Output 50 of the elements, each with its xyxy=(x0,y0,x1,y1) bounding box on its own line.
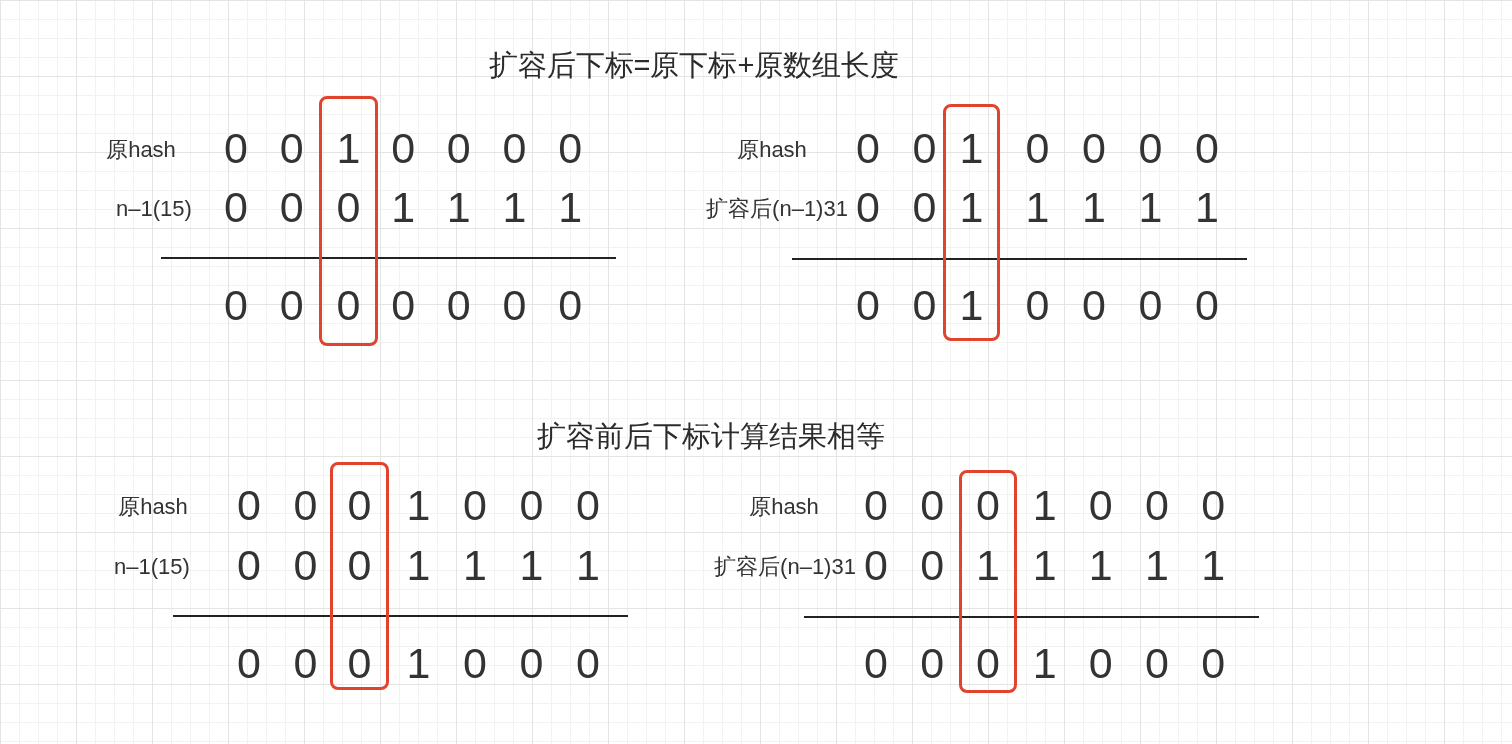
highlight-box xyxy=(319,96,378,346)
row-label: 原hash xyxy=(106,137,176,163)
highlight-box xyxy=(330,462,389,690)
bit-sequence: 0 0 xyxy=(237,641,318,685)
bit-sequence: 0 0 xyxy=(224,185,304,229)
bit-digit: 1 xyxy=(959,126,984,170)
bit-sequence: 1 1 1 1 xyxy=(406,543,600,587)
bit-sequence: 0 0 xyxy=(224,126,304,170)
bit-sequence: 0 0 xyxy=(864,641,945,685)
title: 扩容后下标=原下标+原数组长度 xyxy=(488,50,900,82)
row-label: n–1(15) xyxy=(116,196,192,222)
bit-sequence: 1 0 0 0 xyxy=(1032,483,1226,527)
highlight-box xyxy=(959,470,1017,693)
row-label: n–1(15) xyxy=(114,554,190,580)
bit-sequence: 1 0 0 0 xyxy=(1032,641,1226,685)
bit-sequence: 0 0 xyxy=(864,543,945,587)
highlight-box xyxy=(943,104,1000,341)
bit-digit: 0 xyxy=(976,641,1000,685)
bit-digit: 1 xyxy=(959,283,984,327)
bit-digit: 1 xyxy=(336,126,361,170)
row-label: 原hash xyxy=(118,494,188,520)
bit-digit: 0 xyxy=(347,543,372,587)
bit-sequence: 0 0 0 0 xyxy=(1025,283,1219,327)
bit-sequence: 0 0 xyxy=(856,126,937,170)
bit-sequence: 1 0 0 0 xyxy=(406,483,600,527)
bit-sequence: 1 1 1 1 xyxy=(1025,185,1219,229)
bit-digit: 0 xyxy=(347,483,372,527)
bit-sequence: 1 1 1 1 xyxy=(391,185,583,229)
bit-sequence: 0 0 xyxy=(864,483,945,527)
bit-sequence: 0 0 0 0 xyxy=(391,283,583,327)
bit-digit: 1 xyxy=(959,185,984,229)
bit-digit: 0 xyxy=(336,283,361,327)
row-label: 扩容后(n–1)31 xyxy=(714,554,856,580)
bit-sequence: 0 0 xyxy=(224,283,304,327)
row-label: 原hash xyxy=(737,137,807,163)
bit-sequence: 1 0 0 0 xyxy=(406,641,600,685)
bit-digit: 1 xyxy=(976,543,1000,587)
bit-sequence: 1 1 1 1 xyxy=(1032,543,1226,587)
bit-sequence: 0 0 xyxy=(856,283,937,327)
bit-sequence: 0 0 0 0 xyxy=(1025,126,1219,170)
bit-sequence: 0 0 xyxy=(237,483,318,527)
bit-digit: 0 xyxy=(347,641,372,685)
section-heading: 扩容前后下标计算结果相等 xyxy=(537,421,885,453)
bit-sequence: 0 0 xyxy=(237,543,318,587)
bit-digit: 0 xyxy=(336,185,361,229)
row-label: 原hash xyxy=(749,494,819,520)
bit-sequence: 0 0 0 0 xyxy=(391,126,583,170)
bit-sequence: 0 0 xyxy=(856,185,937,229)
row-label: 扩容后(n–1)31 xyxy=(706,196,848,222)
bit-digit: 0 xyxy=(976,483,1000,527)
